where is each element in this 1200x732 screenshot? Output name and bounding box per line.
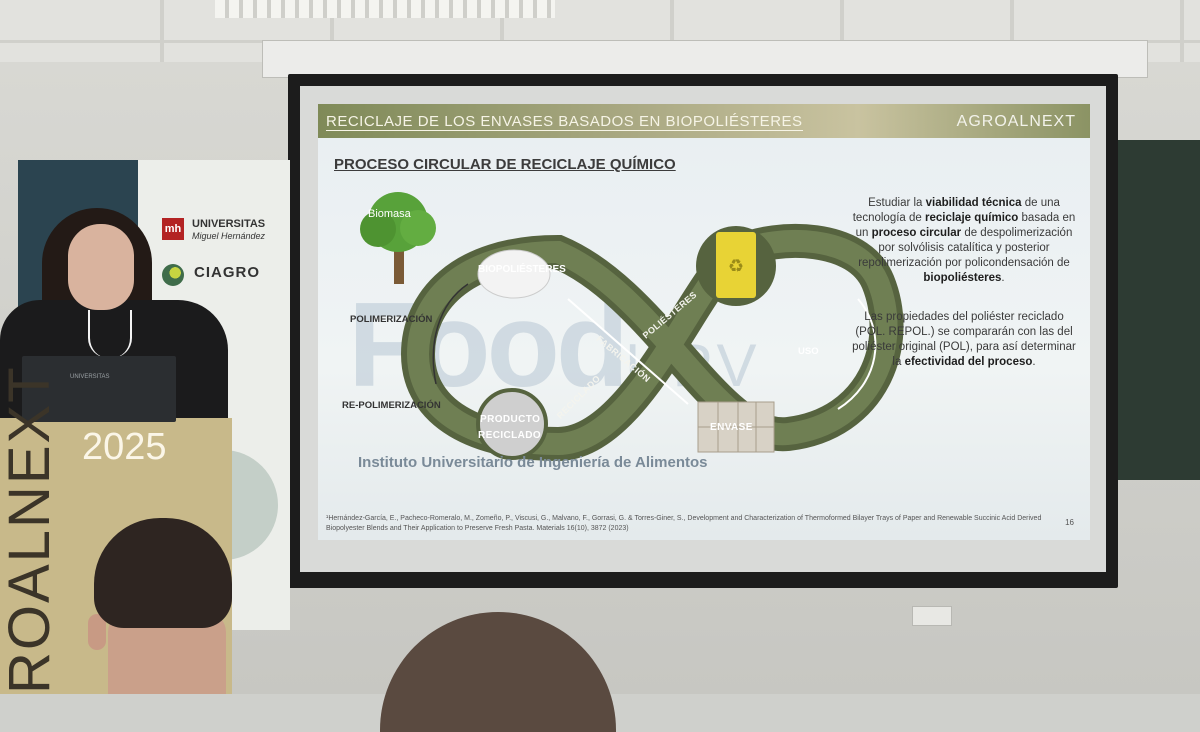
- slide-brand-logo: AGROALNEXT: [956, 113, 1076, 130]
- arrow-fabricacion: [567, 298, 689, 405]
- slide-text-block: Estudiar la viabilidad técnica de una te…: [850, 196, 1078, 370]
- label-uso: USO: [798, 346, 819, 357]
- ciagro-name: CIAGRO: [194, 264, 260, 281]
- paragraph-objective: Estudiar la viabilidad técnica de una te…: [852, 197, 1076, 284]
- wall-outlet: [912, 606, 952, 626]
- ceiling-light: [215, 0, 555, 18]
- lanyard: [88, 310, 132, 358]
- circular-diagram: ♻: [360, 192, 904, 462]
- label-envase: ENVASE: [710, 422, 753, 433]
- podium-vertical-text: ROALNEXT: [0, 365, 62, 694]
- presentation-slide: RECICLAJE DE LOS ENVASES BASADOS EN BIOP…: [318, 104, 1090, 540]
- podium-year: 2025: [82, 426, 167, 468]
- label-repolimerizacion: RE-POLIMERIZACIÓN: [342, 400, 441, 411]
- recycled-product-icon: [476, 388, 548, 460]
- recycling-bin-icon: ♻: [696, 226, 776, 306]
- slide-reference: ¹Hernández-García, E., Pacheco-Romeralo,…: [326, 515, 1042, 532]
- audience-head: [94, 518, 232, 628]
- trays-icon: [697, 401, 775, 453]
- label-producto: PRODUCTO: [480, 414, 541, 425]
- label-biomasa: Biomasa: [368, 208, 411, 220]
- uni-name: UNIVERSITAS: [192, 218, 266, 230]
- label-producto-reciclado: RECICLADO: [478, 430, 542, 441]
- screen-housing: [262, 40, 1148, 78]
- speaker-face: [68, 224, 134, 310]
- uni-subname: Miguel Hernández: [192, 231, 266, 241]
- arrow-polimerizacion: [432, 283, 469, 385]
- ciagro-logo-icon: [162, 264, 184, 286]
- paragraph-comparison: Las propiedades del poliéster reciclado …: [852, 311, 1076, 368]
- slide-subtitle: PROCESO CIRCULAR DE RECICLAJE QUÍMICO: [334, 156, 676, 173]
- label-biopoliesteres: BIOPOLIÉSTERES: [478, 264, 566, 275]
- svg-text:♻: ♻: [728, 256, 744, 276]
- pellets-icon: [477, 249, 551, 299]
- institute-name: Instituto Universitario de Ingeniería de…: [358, 454, 708, 471]
- tree-icon: [360, 192, 436, 284]
- slide-header-title: RECICLAJE DE LOS ENVASES BASADOS EN BIOP…: [326, 113, 803, 131]
- audience-ear: [88, 614, 106, 650]
- laptop-brand: UNIVERSITAS: [70, 374, 110, 380]
- arrow-uso: [837, 298, 877, 410]
- chalkboard: [1112, 140, 1200, 480]
- slide-page-number: 16: [1065, 518, 1074, 527]
- umh-logo-icon: mh: [162, 218, 184, 240]
- label-polimerizacion: POLIMERIZACIÓN: [350, 314, 433, 325]
- laptop: [22, 356, 176, 422]
- slide-header: RECICLAJE DE LOS ENVASES BASADOS EN BIOP…: [318, 104, 1090, 138]
